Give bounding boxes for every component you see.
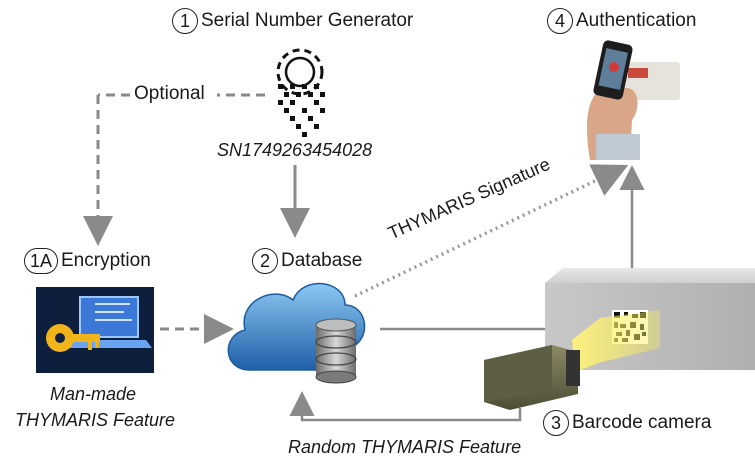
step-label: Encryption — [61, 250, 151, 271]
camera-icon — [484, 345, 580, 410]
gear-qr-icon — [276, 48, 324, 96]
phone-scan-icon — [587, 40, 680, 160]
step-number-badge: 3 — [543, 410, 569, 436]
camera-to-database-arrow — [289, 391, 522, 422]
step-number-badge: 2 — [252, 248, 278, 274]
step-number-badge: 4 — [547, 8, 573, 34]
step-serial-number-generator: 1 Serial Number Generator — [172, 8, 413, 34]
step-database: 2 Database — [252, 248, 362, 274]
step-authentication: 4 Authentication — [547, 8, 696, 34]
manmade-feature-line1: Man-made — [50, 384, 137, 404]
step-label: Database — [281, 250, 363, 271]
step-barcode-camera: 3 Barcode camera — [543, 410, 711, 436]
step-label: Barcode camera — [572, 412, 712, 433]
step-number-badge: 1A — [24, 248, 58, 274]
manmade-feature-line2: THYMARIS Feature — [15, 410, 176, 430]
laptop-key-icon — [36, 287, 154, 373]
step-encryption: 1A Encryption — [24, 248, 151, 274]
serial-number-value: SN1749263454028 — [217, 140, 373, 160]
signature-dotted-arrow — [354, 164, 629, 298]
cloud-database-icon — [227, 283, 366, 384]
optional-label: Optional — [134, 83, 205, 104]
step-number-badge: 1 — [172, 8, 198, 34]
serial-squares — [278, 84, 325, 137]
optional-arrow — [83, 93, 265, 246]
random-feature-label: Random THYMARIS Feature — [288, 437, 522, 457]
scan-beam — [572, 310, 660, 372]
step-label: Serial Number Generator — [201, 10, 414, 31]
step-label: Authentication — [576, 10, 697, 31]
